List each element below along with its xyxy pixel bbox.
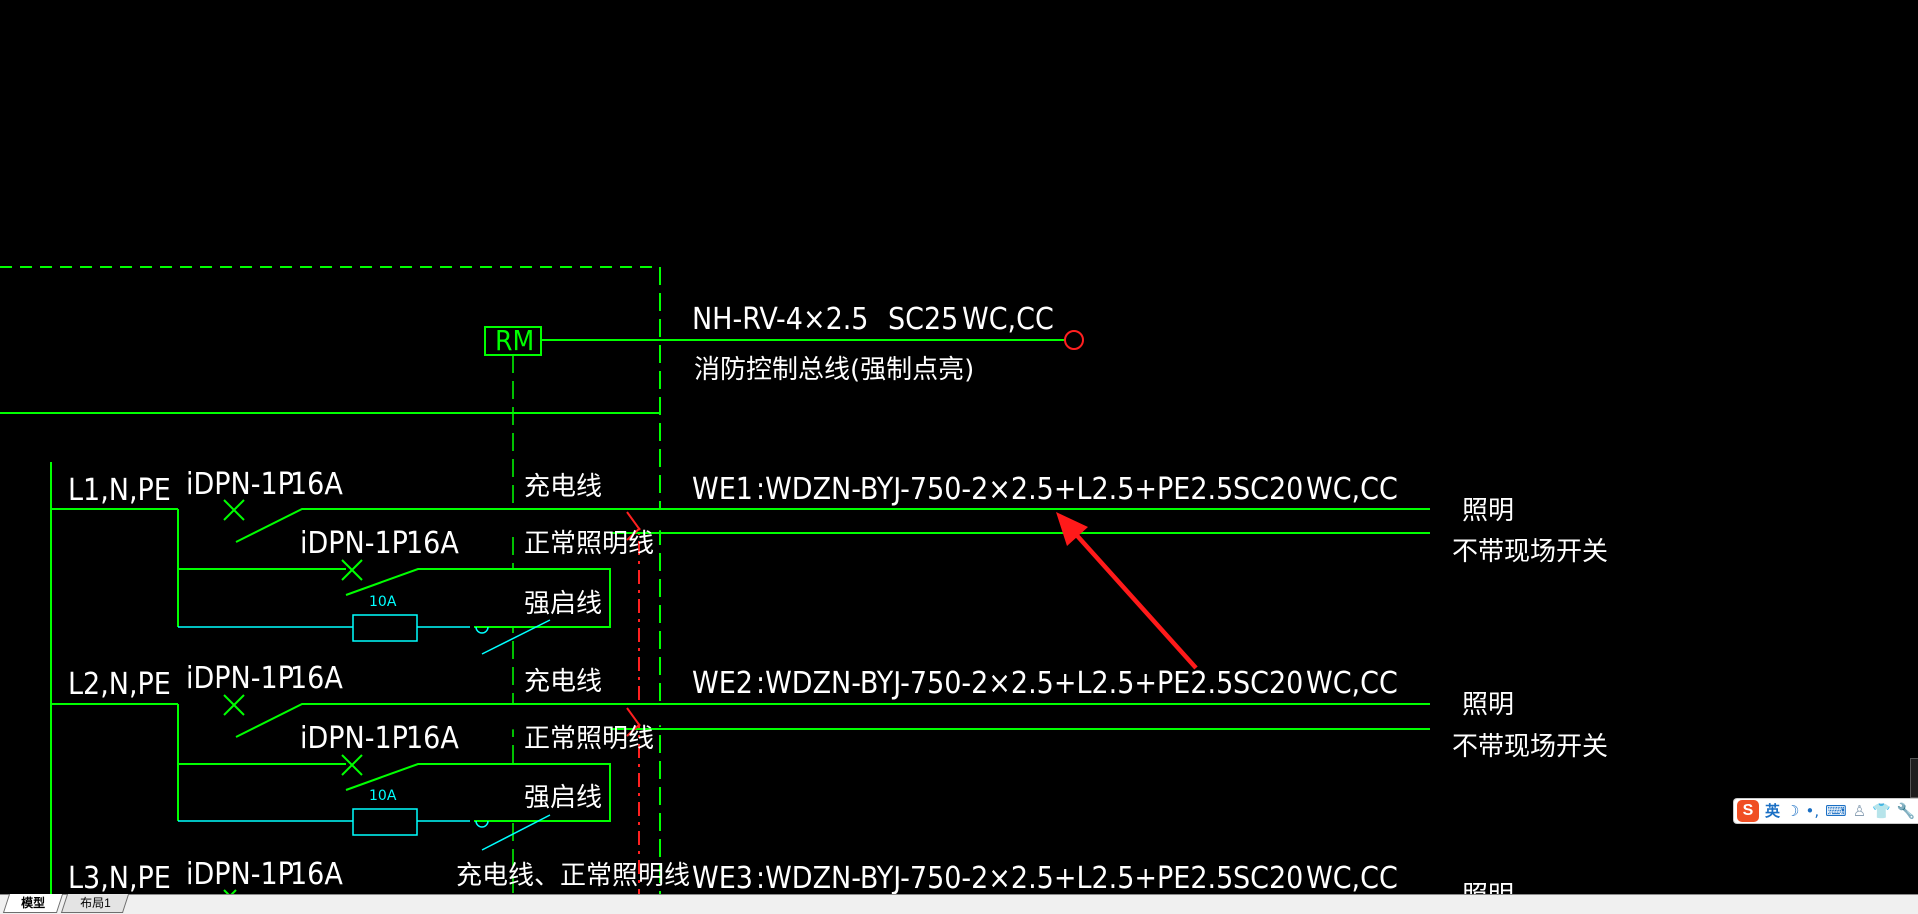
- skin-icon[interactable]: 👕: [1872, 802, 1891, 820]
- circuit-1-main-rating: 16A: [290, 467, 343, 502]
- wrench-icon[interactable]: 🔧: [1896, 802, 1916, 820]
- tab-model[interactable]: 模型: [2, 894, 64, 913]
- circuit-3-main-breaker: iDPN-1P: [186, 857, 294, 892]
- circuit-2-fuse: [352, 808, 418, 836]
- circuit-1-fuse: [352, 614, 418, 642]
- ime-mode-toggle[interactable]: 英: [1765, 802, 1781, 820]
- circuit-1-fuse-rating: 10A: [369, 594, 397, 610]
- circuit-3[interactable]: L3,N,PE iDPN-1P 16A 充电线、正常照明线 WE3 :WDZN-…: [68, 857, 1514, 894]
- circuit-2-force-label: 强启线: [524, 783, 602, 813]
- tab-layout1[interactable]: 布局1: [60, 894, 130, 913]
- circuit-1-normal-label: 正常照明线: [524, 529, 654, 559]
- circuit-1-sub-switch: [345, 568, 611, 628]
- cad-drawing-canvas[interactable]: RM NH-RV-4×2.5 SC25 WC,CC 消防控制总线(强制点亮) L…: [0, 0, 1918, 894]
- ime-toolbar[interactable]: S 英 ☽ •, ⌨ ♙ 👕 🔧: [1733, 798, 1918, 824]
- circuit-3-cable-spec: :WDZN-BYJ-750-2×2.5+L2.5+PE2.5: [756, 861, 1233, 894]
- circuit-3-mount: WC,CC: [1306, 861, 1398, 894]
- header-cable-spec: NH-RV-4×2.5: [692, 302, 868, 337]
- circuit-1-breaker-switch: [235, 508, 1430, 543]
- circuit-2-sub-switch: [345, 763, 611, 822]
- circuit-1-sub-cross: [341, 559, 363, 581]
- circuit-1[interactable]: L1,N,PE iDPN-1P 16A iDPN-1P 16A 10A 充电线 …: [51, 467, 1608, 655]
- user-icon[interactable]: ♙: [1852, 802, 1867, 820]
- punctuation-icon[interactable]: •,: [1805, 802, 1820, 820]
- rm-module-label: RM: [495, 324, 534, 357]
- circuit-2-charge-label: 充电线: [524, 667, 602, 697]
- circuit-2-main-rating: 16A: [290, 661, 343, 696]
- circuit-2-cable-spec: :WDZN-BYJ-750-2×2.5+L2.5+PE2.5: [756, 666, 1233, 701]
- annotation-arrow: [1056, 512, 1198, 670]
- circuit-1-load-note: 不带现场开关: [1452, 537, 1608, 567]
- circuit-1-force-switch: [475, 619, 551, 655]
- circuit-2-red-bracket: [626, 707, 641, 737]
- circuit-2-conduit: SC20: [1233, 666, 1303, 701]
- layout-tab-bar: 模型 布局1: [0, 894, 1918, 914]
- circuit-2-fuse-rating: 10A: [369, 788, 397, 804]
- circuit-2[interactable]: L2,N,PE iDPN-1P 16A iDPN-1P 16A 10A 充电线 …: [51, 661, 1608, 851]
- keyboard-icon[interactable]: ⌨: [1825, 802, 1847, 820]
- circuit-2-main-breaker: iDPN-1P: [186, 661, 294, 696]
- sogou-logo-icon[interactable]: S: [1737, 800, 1759, 822]
- circuit-3-breaker-cross: [223, 889, 237, 894]
- circuit-2-sub-tap: [177, 704, 346, 821]
- circuit-1-id: WE1: [692, 472, 753, 507]
- circuit-1-mount: WC,CC: [1306, 472, 1398, 507]
- header-mount: WC,CC: [962, 302, 1054, 337]
- fire-control-lamp-symbol: [1064, 330, 1084, 350]
- circuit-2-load-note: 不带现场开关: [1452, 732, 1608, 762]
- circuit-2-sub-breaker: iDPN-1P: [300, 721, 408, 756]
- circuit-1-breaker-cross: [223, 499, 245, 521]
- moon-icon[interactable]: ☽: [1786, 802, 1800, 820]
- circuit-2-sub-rating: 16A: [406, 721, 459, 756]
- circuit-1-red-bracket: [626, 511, 641, 541]
- circuit-1-conduit: SC20: [1233, 472, 1303, 507]
- circuit-1-force-label: 强启线: [524, 589, 602, 619]
- circuit-1-cable-spec: :WDZN-BYJ-750-2×2.5+L2.5+PE2.5: [756, 472, 1233, 507]
- circuit-2-force-switch: [475, 814, 551, 851]
- circuit-2-breaker-switch: [235, 703, 1430, 738]
- circuit-1-load: 照明: [1462, 496, 1514, 526]
- circuit-1-main-breaker: iDPN-1P: [186, 467, 294, 502]
- circuit-1-charge-label: 充电线: [524, 472, 602, 502]
- circuit-3-id: WE3: [692, 861, 753, 894]
- header-conduit: SC25: [888, 302, 958, 337]
- circuit-3-combined-label: 充电线、正常照明线: [456, 861, 690, 891]
- header-caption: 消防控制总线(强制点亮): [694, 355, 974, 385]
- circuit-1-sub-rating: 16A: [406, 526, 459, 561]
- circuit-3-load: 照明: [1462, 881, 1514, 894]
- circuit-3-phase: L3,N,PE: [68, 861, 171, 894]
- circuit-2-breaker-cross: [223, 694, 245, 716]
- circuit-3-conduit: SC20: [1233, 861, 1303, 894]
- circuit-2-normal-label: 正常照明线: [524, 724, 654, 754]
- circuit-2-mount: WC,CC: [1306, 666, 1398, 701]
- ime-edge-handle[interactable]: [1910, 758, 1918, 798]
- circuit-2-load: 照明: [1462, 690, 1514, 720]
- circuit-1-sub-breaker: iDPN-1P: [300, 526, 408, 561]
- circuit-1-sub-tap: [177, 509, 346, 627]
- circuit-2-id: WE2: [692, 666, 753, 701]
- circuit-3-main-rating: 16A: [290, 857, 343, 892]
- circuit-2-sub-cross: [341, 754, 363, 776]
- circuit-2-phase: L2,N,PE: [68, 667, 171, 702]
- circuit-1-phase: L1,N,PE: [68, 473, 171, 508]
